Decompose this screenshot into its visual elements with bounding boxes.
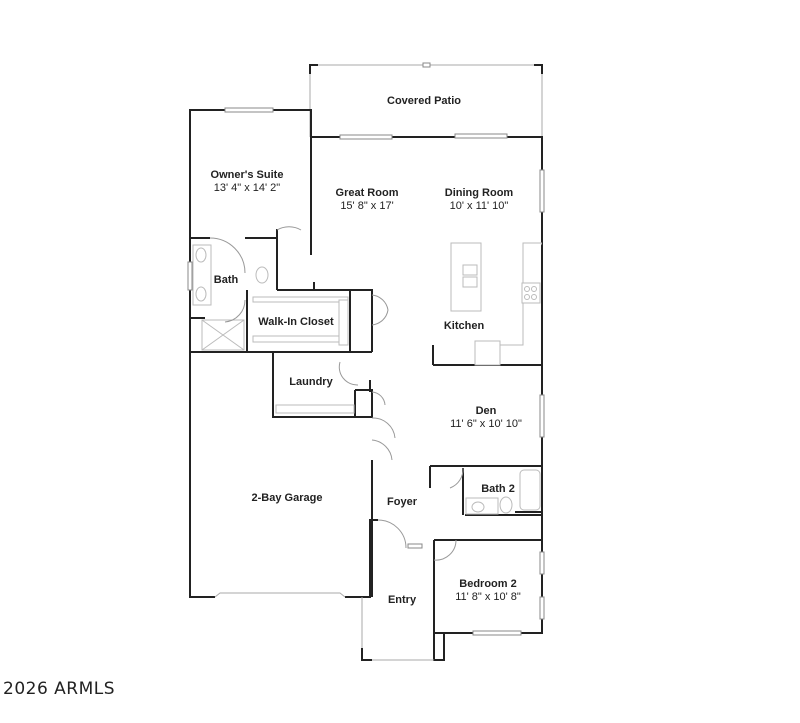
room-label-laundry: Laundry [289,376,333,388]
room-label-covered-patio: Covered Patio [387,95,461,107]
room-label-foyer: Foyer [387,496,418,508]
room-label-walk-in-closet: Walk-In Closet [258,316,334,328]
room-label-owners-suite: Owner's Suite [211,169,284,181]
room-label-entry: Entry [388,594,417,606]
room-dims-den: 11' 6" x 10' 10" [450,418,522,430]
room-dims-owners-suite: 13' 4" x 14' 2" [214,182,281,194]
door-swings [209,226,464,561]
room-label-bath-2: Bath 2 [481,483,515,495]
watermark: 2026 ARMLS [3,679,116,699]
covered-patio-outline [309,62,543,137]
fixtures [192,242,542,515]
toilet [255,266,269,284]
room-label-den: Den [476,405,497,417]
room-label-kitchen: Kitchen [444,320,485,332]
room-label-great-room: Great Room [336,187,399,199]
windows [187,107,545,636]
room-label-dining-room: Dining Room [445,187,514,199]
room-label-garage: 2-Bay Garage [252,492,323,504]
room-label-bedroom-2: Bedroom 2 [459,578,516,590]
interior-walls [190,229,542,633]
room-labels: Covered Patio Owner's Suite 13' 4" x 14'… [211,95,522,606]
tub [519,469,541,511]
room-dims-bedroom-2: 11' 8" x 10' 8" [455,591,521,603]
room-label-bath: Bath [214,274,239,286]
room-dims-dining-room: 10' x 11' 10" [450,200,509,212]
fridge [474,340,501,366]
room-dims-great-room: 15' 8" x 17' [340,200,393,212]
